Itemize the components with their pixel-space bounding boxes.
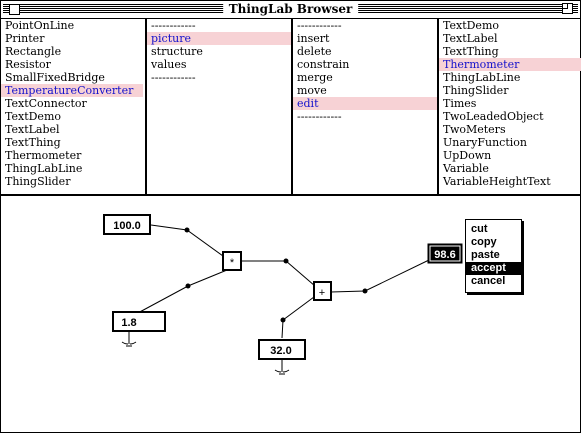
offset-anchor-icon: [274, 360, 290, 375]
list-item[interactable]: TextThing: [443, 45, 499, 58]
list-item[interactable]: TextThing: [5, 136, 61, 149]
list-item[interactable]: values: [151, 58, 187, 71]
list-separator: ------------: [297, 110, 342, 123]
result-value: 98.6: [434, 249, 455, 261]
list-separator: ------------: [297, 19, 342, 32]
list-item[interactable]: ThingSlider: [5, 175, 71, 188]
input-value-box[interactable]: 100.0: [103, 214, 151, 235]
connection-node[interactable]: [185, 283, 191, 289]
list-item[interactable]: TextDemo: [443, 19, 499, 32]
connection-node[interactable]: [362, 288, 368, 294]
list-item[interactable]: TextDemo: [5, 110, 61, 123]
list-item[interactable]: Times: [443, 97, 477, 110]
times-symbol: *: [230, 257, 235, 269]
plus-operator[interactable]: +: [313, 281, 332, 301]
result-value-box[interactable]: 98.6: [427, 243, 463, 264]
list-item[interactable]: merge: [297, 71, 333, 84]
list-item[interactable]: PointOnLine: [5, 19, 75, 32]
input-value: 100.0: [113, 220, 141, 232]
list-item[interactable]: Rectangle: [5, 45, 62, 58]
constraint-diagram: 100.0 1.8 32.0 98.6 * +: [103, 214, 463, 375]
list-item[interactable]: ThingLabLine: [443, 71, 521, 84]
list-item[interactable]: ThingSlider: [443, 84, 509, 97]
offset-value: 32.0: [270, 345, 291, 357]
menu-item-paste[interactable]: paste: [471, 249, 500, 261]
list-item[interactable]: Variable: [443, 162, 489, 175]
list-separator: ------------: [151, 19, 196, 32]
connection-node[interactable]: [283, 258, 289, 264]
list-item[interactable]: structure: [151, 45, 203, 58]
list-item[interactable]: Thermometer: [439, 58, 581, 71]
list-item[interactable]: TwoLeadedObject: [443, 110, 544, 123]
list-item[interactable]: UpDown: [443, 149, 492, 162]
title-bar[interactable]: ThingLab Browser: [1, 1, 580, 19]
menu-item-accept[interactable]: accept: [466, 262, 521, 275]
list-item[interactable]: UnaryFunction: [443, 136, 527, 149]
list-item[interactable]: picture: [147, 32, 291, 45]
factor-value-box[interactable]: 1.8: [112, 311, 166, 332]
menu-item-cut[interactable]: cut: [471, 223, 488, 235]
wire-factor-to-times: [135, 269, 228, 315]
list-separator: ------------: [151, 71, 196, 84]
list-item[interactable]: Thermometer: [5, 149, 82, 162]
list-item[interactable]: TextLabel: [5, 123, 60, 136]
window-title: ThingLab Browser: [222, 2, 359, 17]
list-item[interactable]: SmallFixedBridge: [5, 71, 105, 84]
list-item[interactable]: TextLabel: [443, 32, 498, 45]
menu-item-copy[interactable]: copy: [471, 236, 497, 248]
list-item[interactable]: insert: [297, 32, 330, 45]
wire-offset-to-plus: [281, 296, 315, 339]
picture-canvas[interactable]: 100.0 1.8 32.0 98.6 * +: [1, 196, 580, 432]
list-item[interactable]: move: [297, 84, 327, 97]
list-item[interactable]: Printer: [5, 32, 45, 45]
list-item[interactable]: constrain: [297, 58, 350, 71]
connection-node[interactable]: [280, 317, 286, 323]
plus-symbol: +: [319, 287, 325, 299]
close-box-icon[interactable]: [9, 4, 20, 15]
zoom-box-icon[interactable]: [562, 3, 573, 14]
list-item[interactable]: Resistor: [5, 58, 51, 71]
list-item[interactable]: VariableHeightText: [443, 175, 551, 188]
zoom-box-inner: [562, 3, 568, 9]
list-item[interactable]: TemperatureConverter: [1, 84, 143, 97]
list-item[interactable]: delete: [297, 45, 332, 58]
wire-times-to-plus: [241, 260, 316, 287]
factor-value: 1.8: [121, 317, 136, 329]
times-operator[interactable]: *: [222, 251, 242, 271]
list-item[interactable]: ThingLabLine: [5, 162, 83, 175]
wire-plus-to-result: [330, 259, 430, 293]
offset-value-box[interactable]: 32.0: [258, 339, 306, 360]
connection-node[interactable]: [184, 227, 190, 233]
factor-anchor-icon: [121, 332, 137, 347]
list-item[interactable]: TextConnector: [5, 97, 87, 110]
menu-item-cancel[interactable]: cancel: [471, 275, 506, 287]
list-item[interactable]: TwoMeters: [443, 123, 506, 136]
list-item[interactable]: edit: [293, 97, 437, 110]
